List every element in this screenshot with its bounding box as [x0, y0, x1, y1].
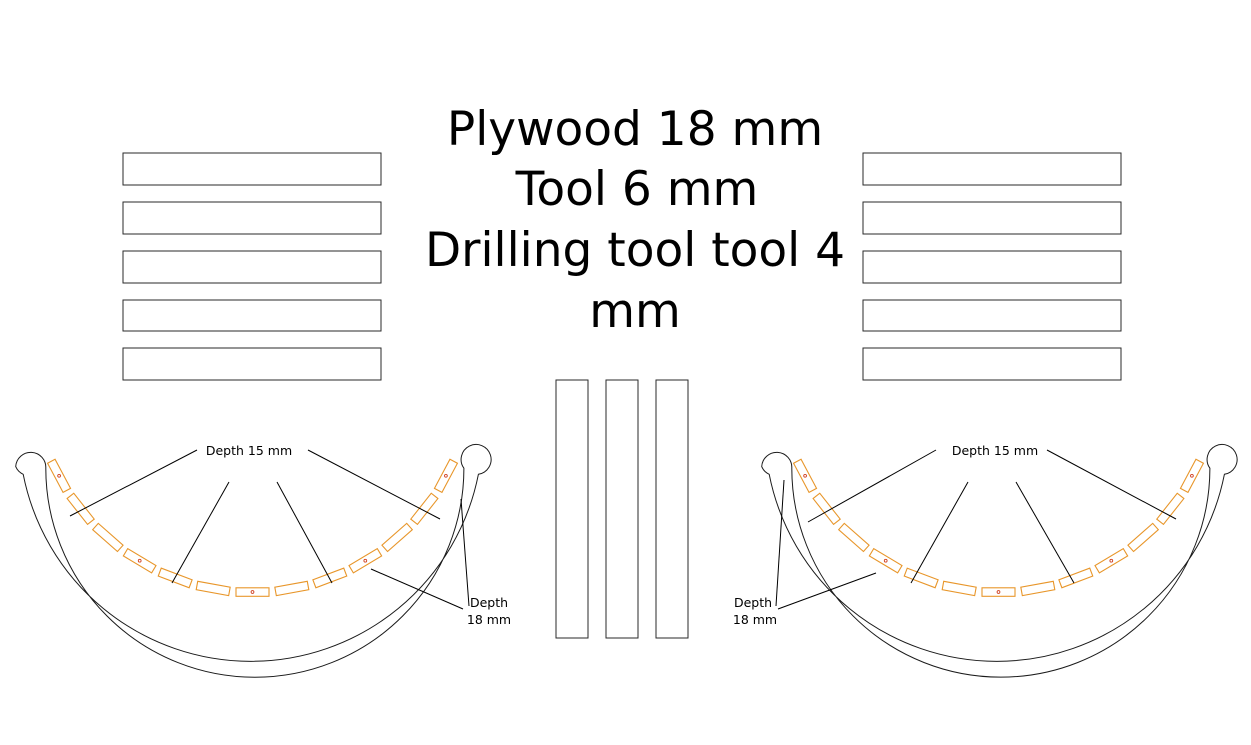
pocket-slot — [941, 580, 977, 597]
arc-right-outline — [761, 444, 1238, 678]
leader-line — [460, 498, 470, 607]
pocket-slot — [1179, 458, 1205, 494]
depth-18-label-left-line2: 18 mm — [467, 612, 511, 627]
pocket-slot — [868, 547, 903, 574]
pocket-slot — [312, 567, 348, 589]
drill-hole — [996, 590, 1001, 594]
pocket-slot — [981, 587, 1016, 597]
drill-hole — [803, 473, 807, 478]
leader-line — [807, 449, 937, 523]
pocket-slot — [1127, 522, 1160, 553]
pocket-slot — [903, 567, 939, 589]
title-line-4: mm — [589, 284, 681, 339]
pocket-slot — [122, 547, 157, 574]
title-line-1: Plywood 18 mm — [447, 102, 823, 157]
arc-left-outline — [15, 444, 492, 678]
board-right-2 — [862, 201, 1122, 235]
leader-line — [307, 449, 441, 520]
board-right-3 — [862, 250, 1122, 284]
pocket-slot — [1020, 580, 1056, 597]
board-left-3 — [122, 250, 382, 284]
drill-hole — [1190, 473, 1194, 478]
depth-18-label-right-line1: Depth — [734, 595, 772, 610]
pocket-slot — [433, 458, 459, 494]
depth-18-label-right-line2: 18 mm — [733, 612, 777, 627]
leader-line — [69, 449, 198, 517]
right-board-stack — [862, 152, 1122, 381]
pocket-slot — [1094, 547, 1129, 574]
depth-15-label-right: Depth 15 mm — [952, 443, 1038, 458]
vertical-board-group — [555, 379, 689, 639]
arc-piece-left: Depth 15 mm Depth 18 mm — [15, 443, 511, 678]
pocket-slot — [837, 522, 870, 553]
pocket-slot — [812, 492, 842, 526]
leaders-left: Depth 15 mm Depth 18 mm — [69, 443, 511, 627]
arc-piece-right: Depth 15 mm Depth 18 mm — [733, 443, 1238, 678]
board-vertical-3 — [655, 379, 689, 639]
drill-hole — [883, 558, 888, 563]
title-line-3: Drilling tool tool 4 — [425, 223, 845, 278]
leader-line — [910, 481, 969, 584]
pocket-slot — [66, 492, 96, 526]
drill-hole — [444, 473, 448, 478]
pocket-slot — [46, 458, 72, 494]
board-left-4 — [122, 299, 382, 332]
slot-group-right — [792, 458, 1205, 597]
leader-line — [775, 479, 785, 607]
board-right-5 — [862, 347, 1122, 381]
pocket-slot — [409, 492, 439, 526]
pocket-slot — [91, 522, 124, 553]
board-left-5 — [122, 347, 382, 381]
board-left-2 — [122, 201, 382, 235]
leader-line — [171, 481, 230, 584]
leader-line — [777, 572, 877, 610]
board-right-4 — [862, 299, 1122, 332]
depth-18-label-left-line1: Depth — [470, 595, 508, 610]
pocket-slot — [381, 522, 414, 553]
board-left-1 — [122, 152, 382, 186]
board-right-1 — [862, 152, 1122, 186]
leader-line — [276, 481, 333, 584]
leader-line — [1015, 481, 1075, 584]
pocket-slot — [348, 547, 383, 574]
leaders-right: Depth 15 mm Depth 18 mm — [733, 443, 1177, 627]
pocket-slot — [1155, 492, 1185, 526]
title-block: Plywood 18 mm Tool 6 mm Drilling tool to… — [425, 102, 845, 339]
drill-hole — [1109, 558, 1114, 563]
drill-hole — [363, 558, 368, 563]
pocket-slot — [274, 580, 310, 597]
leader-line — [1046, 449, 1177, 520]
leader-line — [370, 568, 464, 610]
drill-hole — [250, 590, 255, 594]
slot-group-left — [46, 458, 459, 597]
pocket-slot — [235, 587, 270, 597]
pocket-slot — [195, 580, 231, 597]
board-vertical-2 — [605, 379, 639, 639]
pocket-slot — [1058, 567, 1094, 589]
drill-hole — [57, 473, 61, 478]
board-vertical-1 — [555, 379, 589, 639]
left-board-stack — [122, 152, 382, 381]
pocket-slot — [792, 458, 818, 494]
title-line-2: Tool 6 mm — [515, 162, 759, 217]
depth-15-label-left: Depth 15 mm — [206, 443, 292, 458]
drill-hole — [137, 558, 142, 563]
